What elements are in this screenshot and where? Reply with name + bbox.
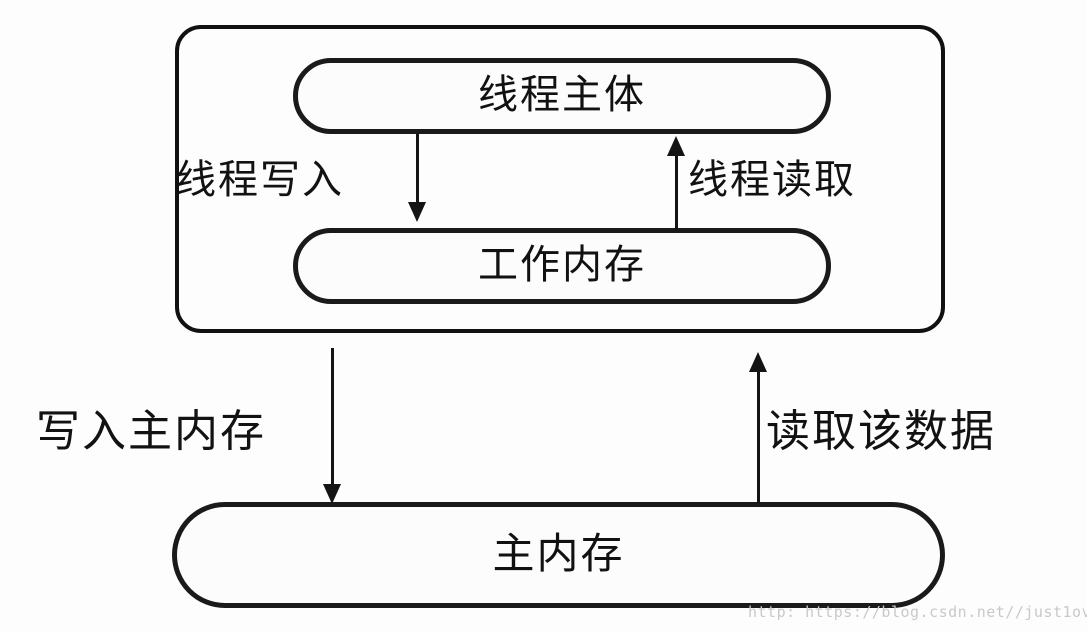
arrow-thread-read-line: [675, 154, 678, 230]
arrow-thread-write-head-icon: [408, 202, 426, 222]
arrow-write-main-memory-head-icon: [323, 484, 341, 504]
arrow-thread-write-line: [416, 134, 419, 208]
watermark-text: http: https://blog.csdn.net//just1ovezou…: [748, 603, 1087, 621]
edge-label-read-the-data: 读取该数据: [766, 406, 996, 457]
edge-label-thread-read: 线程读取: [688, 157, 856, 203]
node-working-memory-label: 工作内存: [478, 242, 646, 288]
arrow-read-the-data-line: [757, 370, 760, 504]
node-thread-body: 线程主体: [293, 58, 831, 134]
edge-label-thread-write: 线程写入: [176, 157, 344, 203]
arrow-read-the-data-head-icon: [749, 352, 767, 372]
node-main-memory-label: 主内存: [492, 529, 625, 578]
arrow-write-main-memory-line: [331, 348, 334, 490]
node-thread-body-label: 线程主体: [478, 72, 646, 118]
node-working-memory: 工作内存: [293, 228, 831, 304]
arrow-thread-read-head-icon: [667, 136, 685, 156]
node-main-memory: 主内存: [172, 502, 945, 608]
edge-label-write-main-memory: 写入主内存: [36, 406, 266, 457]
